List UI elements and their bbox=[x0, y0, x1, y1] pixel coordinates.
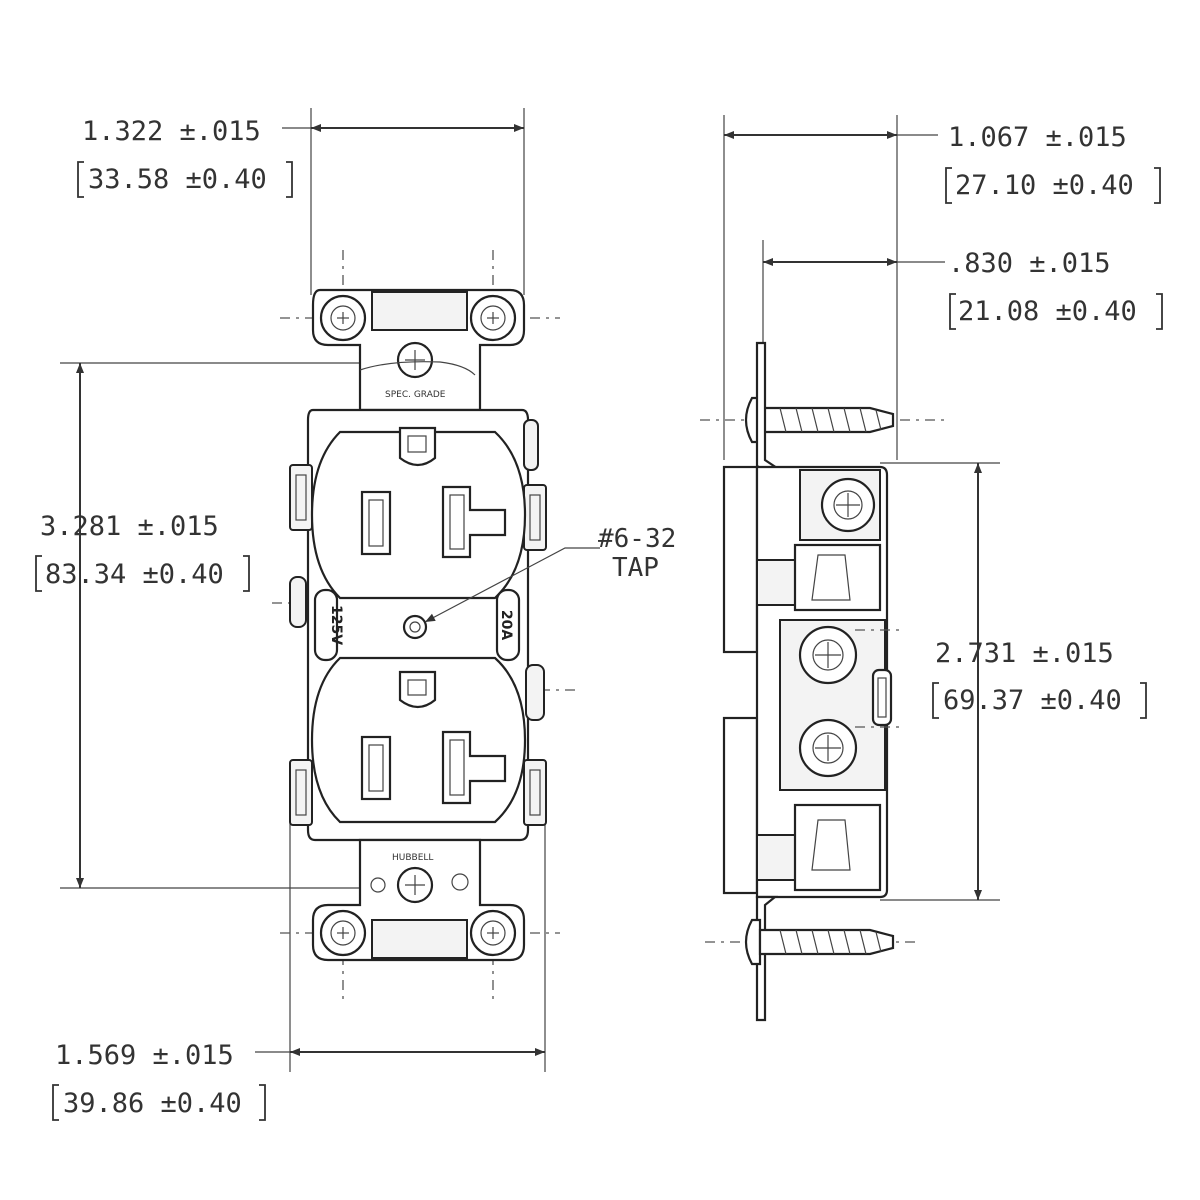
side-face-lower bbox=[722, 716, 759, 895]
width-bottom-mm: 39.86 ±0.40 bbox=[63, 1088, 242, 1119]
top-ground-slot bbox=[398, 426, 437, 467]
center-tap-hole bbox=[402, 614, 428, 640]
top-neutral-slot bbox=[360, 490, 392, 556]
top-strap-text: SPEC. GRADE bbox=[385, 390, 446, 400]
overall-depth-inch: 1.067 ±.015 bbox=[948, 122, 1127, 153]
height-mm: 83.34 ±0.40 bbox=[45, 559, 224, 590]
side-face-upper bbox=[722, 465, 759, 654]
body-depth-mm: 21.08 ±0.40 bbox=[958, 296, 1137, 327]
voltage-label: 125V bbox=[328, 605, 344, 645]
width-top-inch: 1.322 ±.015 bbox=[82, 116, 261, 147]
side-height-mm: 69.37 ±0.40 bbox=[943, 685, 1122, 716]
top-hot-t-slot bbox=[441, 485, 507, 559]
height-inch: 3.281 ±.015 bbox=[40, 511, 219, 542]
current-label: 20A bbox=[498, 610, 514, 640]
overall-depth-mm: 27.10 ±0.40 bbox=[955, 170, 1134, 201]
width-top-mm: 33.58 ±0.40 bbox=[88, 164, 267, 195]
top-outlet-face bbox=[310, 430, 527, 600]
tap-label-line1: #6-32 bbox=[598, 524, 676, 554]
front-view: SPEC. GRADE 125V 20A bbox=[35, 108, 676, 1121]
side-height-inch: 2.731 ±.015 bbox=[935, 638, 1114, 669]
bottom-hot-t-slot bbox=[441, 730, 507, 805]
width-bottom-inch: 1.569 ±.015 bbox=[55, 1040, 234, 1071]
side-view: 1.067 ±.015 27.10 ±0.40 .830 ±.015 21.08… bbox=[700, 115, 1163, 1022]
tap-label-line2: TAP bbox=[612, 553, 659, 583]
tap-leader-line bbox=[424, 547, 600, 623]
body-depth-inch: .830 ±.015 bbox=[948, 248, 1111, 279]
bottom-strap-text: HUBBELL bbox=[392, 853, 433, 863]
bottom-mounting-screw-icon bbox=[744, 918, 762, 966]
bottom-neutral-slot bbox=[360, 735, 392, 801]
bottom-ground-slot bbox=[398, 670, 437, 709]
